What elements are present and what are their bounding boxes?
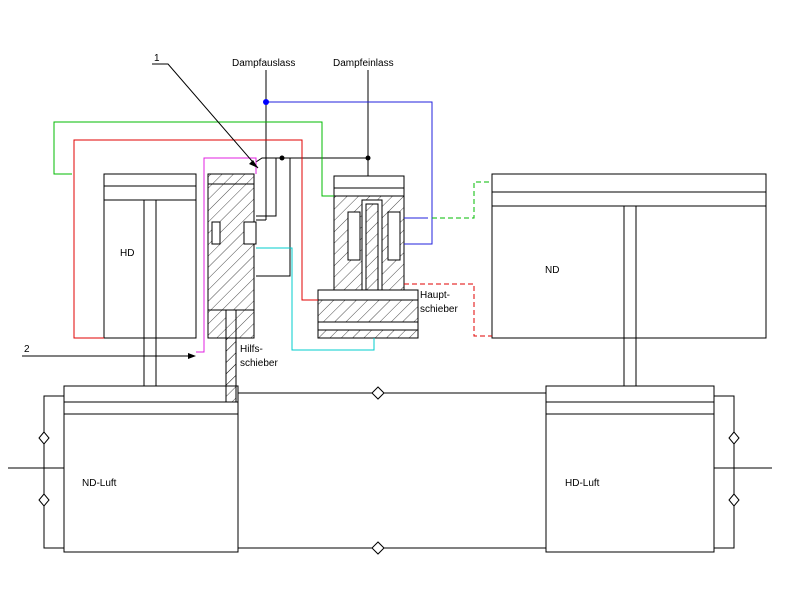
- air-pipe-left: [38, 395, 64, 549]
- green-pipe: [53, 121, 334, 197]
- marker-1-arrow: [249, 160, 258, 168]
- steam-inlet-pipe: [262, 70, 371, 176]
- hd-air-cylinder: [545, 385, 715, 553]
- red-dashed-pipe: [404, 283, 492, 337]
- steam-outlet-pipe: [256, 70, 267, 221]
- main-valve-label-2: schieber: [420, 304, 458, 315]
- air-check-valve-top: [371, 386, 385, 400]
- aux-valve-port-block: [255, 157, 291, 277]
- aux-valve-label-1: Hilfs-: [240, 344, 263, 355]
- hd-cylinder: [103, 173, 197, 339]
- steam-inlet-label: Dampfeinlass: [333, 58, 394, 69]
- nd-air-label: ND-Luft: [82, 478, 117, 489]
- steam-outlet-label: Dampfauslass: [232, 58, 295, 69]
- hd-cylinder-label: HD: [120, 248, 134, 259]
- marker-1-leader: [152, 63, 259, 169]
- aux-valve-label-2: schieber: [240, 358, 278, 369]
- hd-air-label: HD-Luft: [565, 478, 600, 489]
- marker-2-label: 2: [24, 344, 30, 355]
- nd-cylinder-label: ND: [545, 265, 559, 276]
- main-valve: [317, 175, 419, 339]
- marker-1-label: 1: [154, 53, 160, 64]
- nd-cylinder: [491, 173, 767, 339]
- outlet-junction: [263, 99, 269, 105]
- nd-air-cylinder: [63, 385, 239, 553]
- main-valve-label-1: Haupt-: [420, 290, 450, 301]
- air-check-valve-bottom: [371, 541, 385, 555]
- nd-piston-rod: [623, 338, 637, 393]
- aux-valve-rod: [225, 337, 237, 403]
- hd-piston-rod: [143, 338, 157, 393]
- marker-2-arrow: [188, 353, 196, 359]
- base-frame: [8, 392, 772, 549]
- blue-pipe: [266, 101, 433, 245]
- cyan-pipe: [256, 247, 375, 351]
- red-pipe: [73, 139, 318, 339]
- air-pipe-right: [714, 395, 740, 549]
- green-dashed-pipe: [432, 181, 492, 219]
- magenta-pipe: [196, 157, 257, 353]
